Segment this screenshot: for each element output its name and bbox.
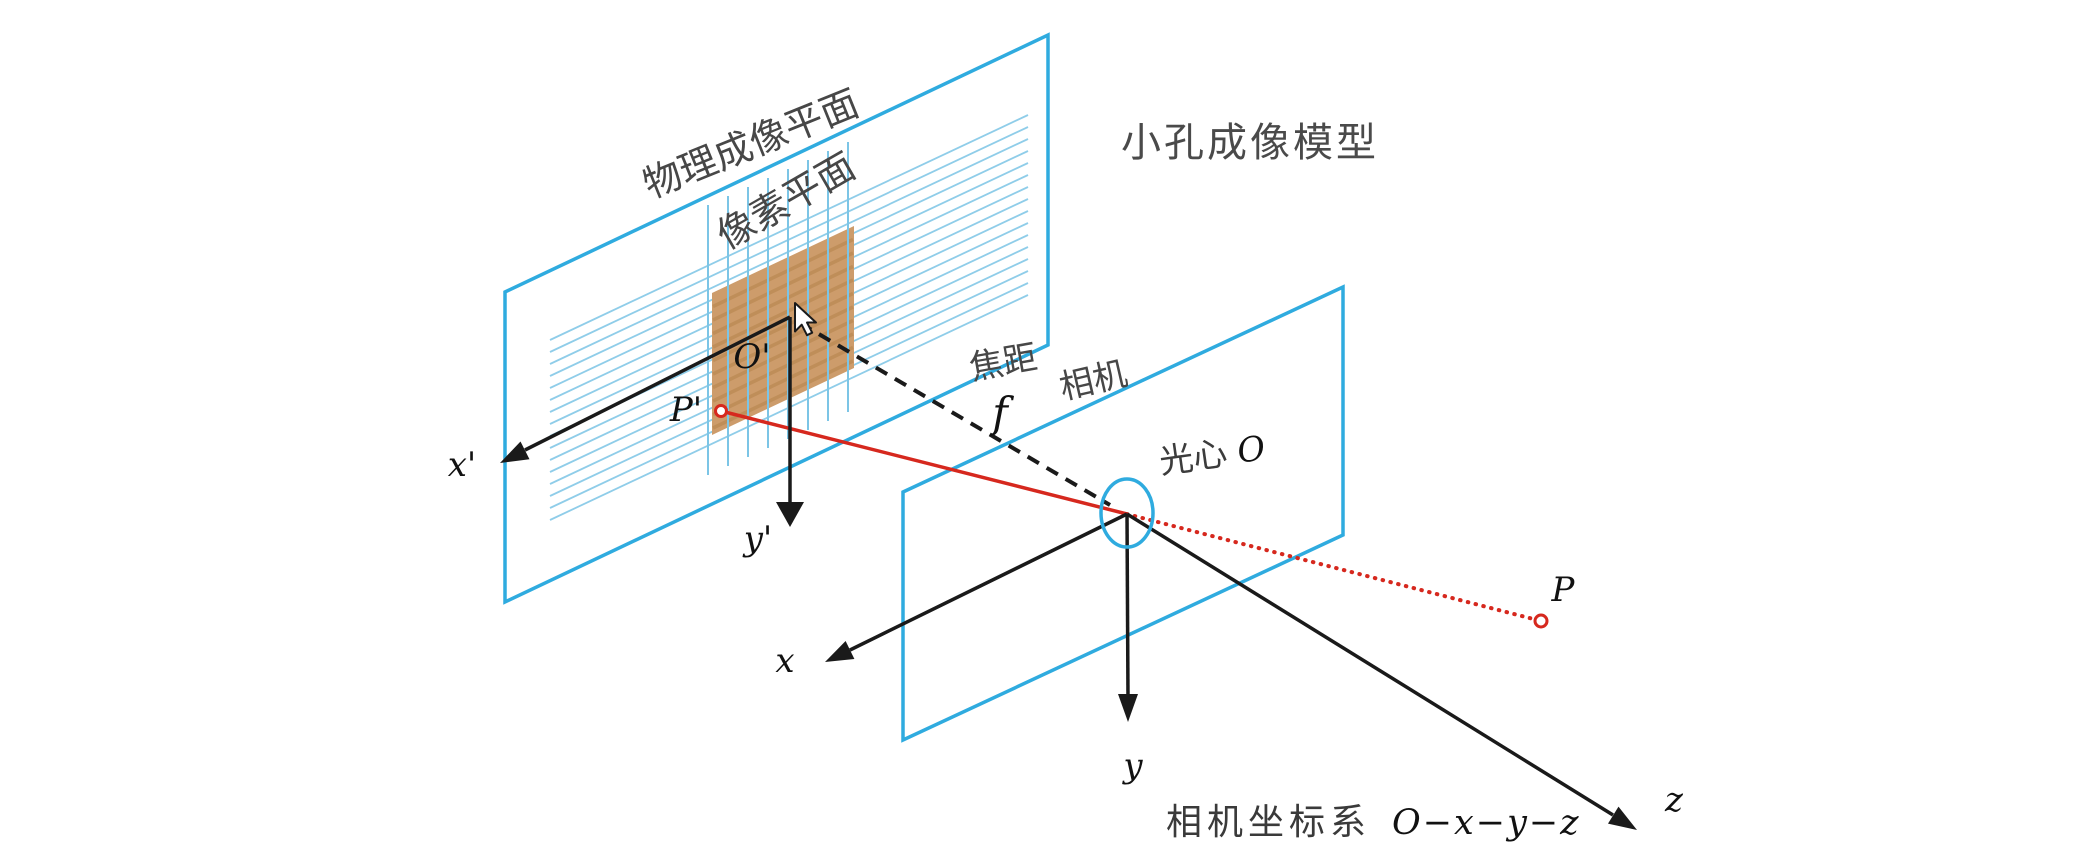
sensor-row-stripe [712,264,854,336]
camera-z-axis [1126,512,1614,817]
image-point-marker [714,404,728,418]
camera-z-axis-arrowhead [1608,806,1637,830]
image-y-axis-arrowhead [776,502,804,527]
sensor-row-stripe [712,345,854,417]
camera-y-axis-arrowhead [1118,694,1138,722]
sensor-row-stripe [712,278,854,349]
sensor-row-stripe [712,305,854,376]
camera-y-axis-label: y [1121,746,1143,786]
sensor-row-stripes [712,237,854,430]
camera-x-axis-arrowhead [825,641,855,662]
pixel-grid-columns [707,142,849,475]
diagram-title: 小孔成像模型 [1121,120,1379,166]
projection-ray-world-segment [1125,512,1543,623]
camera-y-axis [1125,513,1130,700]
image-y-axis-label: y' [742,519,773,559]
camera-x-axis [849,512,1128,652]
image-x-axis [524,315,791,452]
image-origin-label: O' [733,337,770,377]
camera-label: 相机 [1056,354,1131,408]
coordinate-system-symbols: O−x−y−z [1392,803,1581,843]
image-x-axis-arrowhead [500,441,530,463]
image-point-label: P' [669,390,702,430]
camera-plane [901,284,1345,743]
camera-z-axis-label: z [1664,780,1684,820]
sensor-row-stripe [712,318,854,390]
projection-ray-image-segment [720,409,1128,516]
optical-center-label: 光心 [1157,433,1230,482]
focal-length-label: 焦距 [966,337,1040,388]
image-x-axis-label: x' [448,445,477,485]
coordinate-system-label: 相机坐标系 [1166,802,1371,843]
mouse-cursor-icon[interactable] [794,302,817,337]
optical-center-symbol: O [1235,428,1268,472]
focal-length-dashed-line [798,321,1112,507]
sensor-row-stripe [712,332,854,403]
sensor-row-stripe [712,291,854,363]
physical-imaging-plane [503,32,1050,605]
world-point-marker [1533,613,1549,629]
camera-x-axis-label: x [775,641,794,681]
optical-center-circle [1099,477,1155,549]
sensor-row-stripe [712,237,854,309]
sensor-row-stripe [712,251,854,322]
sensor-row-stripe [712,359,854,430]
focal-length-symbol: f [989,388,1014,437]
world-point-label: P [1551,570,1576,610]
